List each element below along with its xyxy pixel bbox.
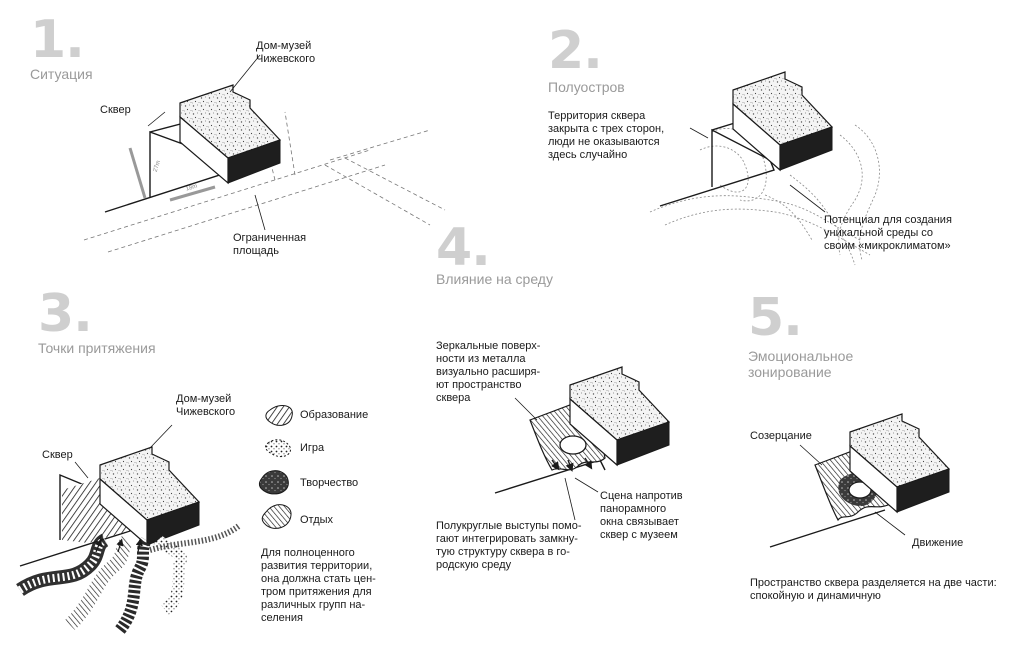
s5-movement-label: Движение — [912, 537, 964, 549]
s1-square-label: Сквер — [100, 104, 131, 116]
legend-rest: Отдых — [300, 514, 334, 526]
s4-drawing — [494, 366, 671, 521]
s5-contemplation-label: Созерцание — [750, 430, 812, 442]
section-1-title: Ситуация — [30, 66, 93, 82]
legend-play: Игра — [300, 442, 325, 454]
s2-drawing — [649, 71, 880, 266]
s2-potential-label: Потенциал для создания уникальной среды … — [824, 214, 952, 252]
s5-drawing — [769, 413, 951, 548]
section-1-number: 1. — [30, 10, 85, 70]
section-5-number: 5. — [748, 288, 803, 348]
section-3-number: 3. — [38, 284, 93, 344]
s3-museum-label: Дом-музей Чижевского — [176, 393, 236, 418]
s3-drawing — [16, 404, 293, 634]
legend-education: Образование — [300, 409, 369, 421]
s1-museum-label: Дом-музей Чижевского — [256, 40, 316, 65]
section-5-title: Эмоциональное зонирование — [748, 348, 854, 380]
s4-semicircle-label: Полукруглые выступы помо- гают интегриро… — [436, 520, 582, 571]
legend-creativity: Творчество — [300, 477, 359, 489]
s1-drawing — [83, 54, 446, 253]
s3-development-text: Для полноценного развития территории, он… — [261, 547, 376, 624]
s3-square-label: Сквер — [42, 449, 73, 461]
section-3-title: Точки притяжения — [38, 340, 156, 356]
section-2-number: 2. — [548, 21, 603, 81]
s5-division-text: Пространство сквера разделяется на две ч… — [750, 577, 997, 602]
s1-limited-area-label: Ограниченная площадь — [233, 232, 307, 257]
section-4-title: Влияние на среду — [436, 271, 553, 287]
s4-scene-label: Сцена напротив панорамного окна связывае… — [600, 490, 683, 541]
section-4-number: 4. — [436, 218, 491, 278]
s2-closed-label: Территория сквера закрыта с трех сторон,… — [548, 110, 665, 161]
s4-mirror-label: Зеркальные поверх- ности из металла визу… — [436, 340, 541, 404]
section-2-title: Полуостров — [548, 79, 625, 95]
